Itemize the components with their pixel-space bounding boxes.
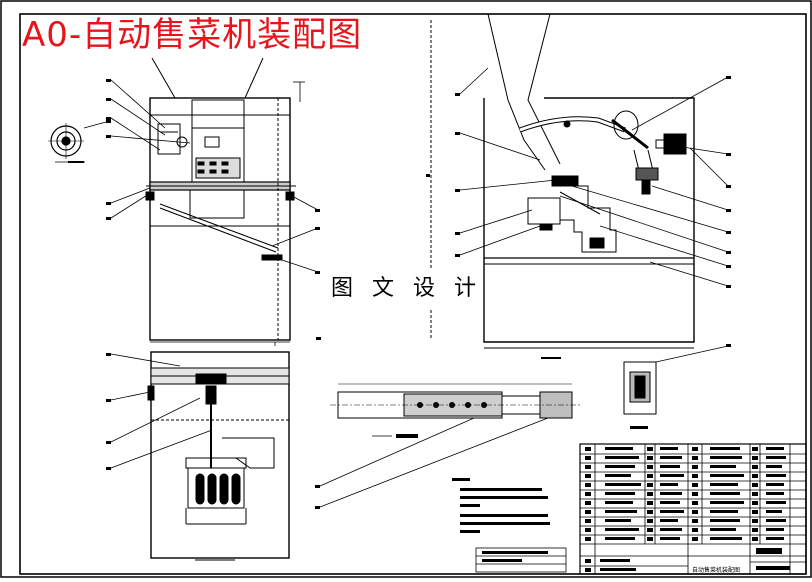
- title-block-drawing-name: 自动售菜机装配图: [692, 566, 740, 574]
- section-view-label-blocks: [106, 353, 111, 470]
- detail-circle: [48, 120, 111, 163]
- watermark-text: 图 文 设 计: [331, 270, 481, 308]
- side-view-leaders: [459, 67, 729, 287]
- part-detail: [623, 344, 731, 429]
- front-view-leaders: [110, 79, 319, 346]
- section-view: [147, 351, 290, 561]
- shaft-detail: [330, 383, 580, 419]
- parts-list-entries: [482, 447, 790, 572]
- technical-notes: [452, 478, 550, 533]
- section-view-leaders: [110, 353, 213, 469]
- drawing-title: A0-自动售菜机装配图: [22, 15, 363, 55]
- shaft-detail-label-blocks: [315, 434, 418, 509]
- front-view-label-blocks: [106, 79, 321, 340]
- shaft-detail-leaders: [319, 417, 549, 508]
- parts-list-table: [475, 443, 807, 575]
- side-view-label-blocks: [426, 76, 731, 359]
- front-view: [145, 57, 296, 341]
- drawing-frame: [19, 13, 807, 575]
